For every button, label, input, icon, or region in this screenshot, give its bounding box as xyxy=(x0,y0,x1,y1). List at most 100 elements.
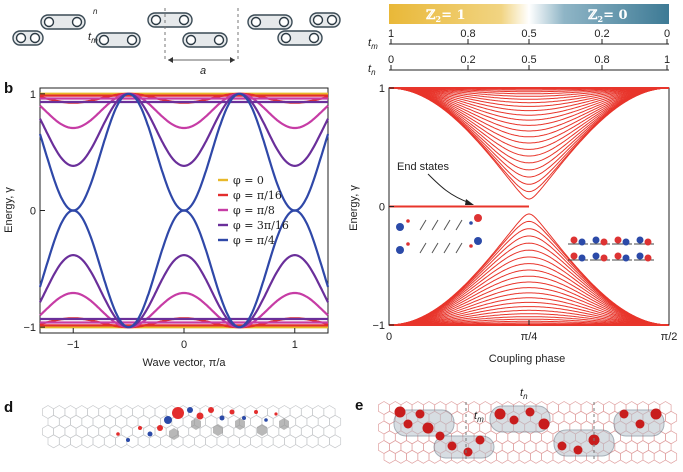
tm-axis-label: t xyxy=(368,37,372,49)
chain-site xyxy=(213,34,225,46)
mode-dot xyxy=(422,422,434,434)
bulk-dot xyxy=(592,252,600,260)
chain-site xyxy=(312,14,324,26)
mode-dot xyxy=(264,418,268,422)
shaded-hex xyxy=(169,428,179,440)
mode-dot xyxy=(126,438,130,442)
band-line-upper xyxy=(38,92,330,212)
axis-tick-label: 0.8 xyxy=(460,28,475,40)
axis-tick-label: 0.2 xyxy=(460,54,475,66)
band-x-label: Wave vector, π/a xyxy=(143,357,227,369)
spectrum-band xyxy=(389,306,669,326)
tm-label: t xyxy=(88,31,92,43)
shaded-hex xyxy=(257,424,267,436)
spectrum-band xyxy=(389,318,669,326)
end-mode-inset-left xyxy=(396,214,482,254)
mode-dot xyxy=(463,447,473,457)
panel-b-label: b xyxy=(4,80,13,97)
hex-cell xyxy=(541,449,554,464)
svg-text:tn: tn xyxy=(368,63,376,77)
shaded-hex xyxy=(235,418,245,430)
tn-axis-sub: n xyxy=(371,68,376,77)
mode-dot xyxy=(138,426,142,430)
spectrum-band xyxy=(389,309,669,326)
svg-text:ℤ2= 1: ℤ2= 1 xyxy=(426,8,466,24)
spectrum-band xyxy=(389,87,669,116)
chain-site xyxy=(278,16,290,28)
axis-tick-label: 1 xyxy=(664,54,670,66)
mode-dot xyxy=(147,431,153,437)
z2-symbol-right: ℤ xyxy=(588,8,598,23)
z2-zero-region xyxy=(529,4,669,24)
mode-dot xyxy=(635,419,645,429)
band-line-upper xyxy=(39,92,329,168)
axis-tick-label: 0 xyxy=(664,28,670,40)
spectrum-band xyxy=(389,87,669,95)
hex-cell xyxy=(530,449,542,464)
hex-cell xyxy=(148,434,161,449)
mode-dot xyxy=(538,418,550,430)
spectrum-band xyxy=(389,87,669,138)
spectrum-y-label: Energy, γ xyxy=(348,185,360,231)
x-tick-label: π/2 xyxy=(661,331,678,343)
bulk-dot xyxy=(622,238,630,246)
spectrum-band xyxy=(389,249,669,326)
tn-partial-label: n xyxy=(93,7,98,16)
chain-site xyxy=(29,32,41,44)
bulk-dot xyxy=(644,254,652,262)
dimer-capsule xyxy=(553,429,615,457)
spectrum-band xyxy=(389,87,669,132)
hex-cell xyxy=(70,434,83,449)
mode-dot xyxy=(557,441,567,451)
x-tick-label: −1 xyxy=(67,339,80,351)
hex-cell xyxy=(518,449,531,464)
spectrum-band xyxy=(389,269,669,326)
mode-dot xyxy=(274,412,278,416)
bulk-dot xyxy=(636,252,644,260)
mode-dot xyxy=(447,441,457,451)
legend: φ = 0φ = π/16φ = π/8φ = 3π/16φ = π/4 xyxy=(218,174,289,247)
hex-cell xyxy=(383,449,396,464)
hex-cell xyxy=(642,449,655,464)
mode-dot xyxy=(116,432,120,436)
y-tick-label: 1 xyxy=(379,83,385,95)
y-tick-label: −1 xyxy=(23,322,36,334)
mode-dot xyxy=(525,407,535,417)
spectrum-band xyxy=(389,87,669,157)
legend-label: φ = π/16 xyxy=(233,189,282,202)
axis-tick-label: 0.2 xyxy=(594,28,609,40)
panel-e-label: e xyxy=(355,397,363,414)
lattice-constant-label: a xyxy=(200,65,206,77)
spectrum-band xyxy=(389,292,669,326)
chain-site xyxy=(98,34,110,46)
hex-cell xyxy=(306,434,319,449)
spectrum-band xyxy=(389,87,669,112)
axis-tick-label: 0.5 xyxy=(521,54,536,66)
chain-site xyxy=(43,16,55,28)
chain-site xyxy=(308,32,320,44)
end-states-arrow xyxy=(427,173,471,204)
hex-cell xyxy=(631,449,644,464)
chain-links xyxy=(12,12,341,48)
legend-label: φ = π/4 xyxy=(233,234,275,247)
hex-cell xyxy=(665,449,678,464)
shaded-hex xyxy=(213,424,223,436)
svg-text:tn: tn xyxy=(520,387,528,401)
mode-dot xyxy=(196,412,204,420)
chain-site xyxy=(150,14,162,26)
z2-symbol-left: ℤ xyxy=(426,8,436,23)
chain-site xyxy=(178,14,190,26)
hex-cell xyxy=(239,434,251,449)
hex-cell xyxy=(317,434,330,449)
bulk-dot xyxy=(644,238,652,246)
panel-e-tm: t xyxy=(474,410,478,422)
spectrum-band xyxy=(389,87,669,126)
chain-site xyxy=(280,32,292,44)
z2-value-right: = 0 xyxy=(603,8,627,23)
bulk-dot xyxy=(600,254,608,262)
mode-dot xyxy=(650,408,662,420)
mode-dot xyxy=(242,416,246,420)
bulk-dot xyxy=(570,252,578,260)
